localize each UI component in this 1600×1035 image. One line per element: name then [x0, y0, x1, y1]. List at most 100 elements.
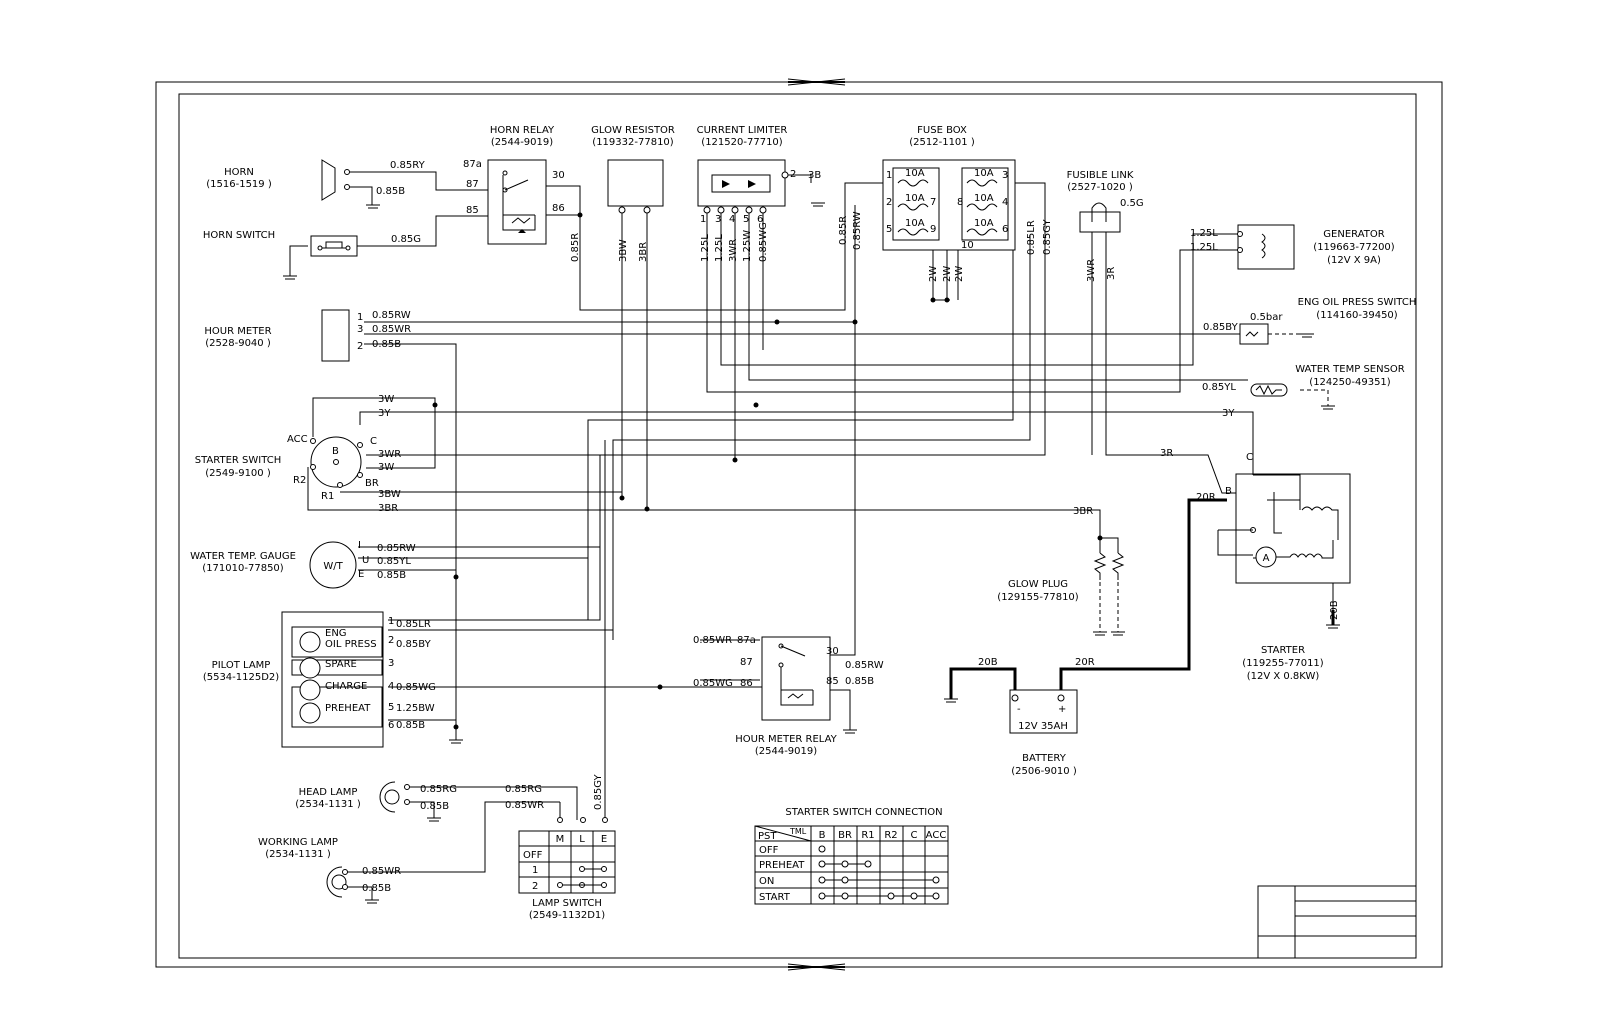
- ss-terminal-r2: R2: [293, 475, 306, 486]
- wire-label: 0.85RW: [845, 660, 884, 671]
- vertical-wire-labels: 0.85R 3BW 3BR 1.25L 1.25L 3WR 1.25W 0.85…: [570, 211, 1340, 810]
- wire-label: 0.85B: [845, 676, 874, 687]
- wire-label: 3Y: [1222, 408, 1235, 419]
- ss-terminal-br: BR: [365, 478, 379, 489]
- connection-mark: [818, 860, 826, 868]
- hour-meter-part: (2528-9040 ): [205, 338, 271, 349]
- ground-symbols: [283, 202, 1340, 904]
- ss-terminal-acc: ACC: [287, 434, 308, 445]
- connection-table-col: B: [819, 830, 826, 841]
- horn-relay-label: HORN RELAY: [490, 125, 555, 136]
- horn-switch-symbol: [310, 235, 358, 257]
- starter-terminal-b: B: [1225, 486, 1232, 497]
- connection-mark: [910, 892, 918, 900]
- wire-label: 3WR: [728, 239, 739, 262]
- pl-pin-2: 2: [388, 635, 394, 646]
- battery-spec: 12V 35AH: [1018, 721, 1068, 732]
- wire-label: 0.85WR: [693, 635, 732, 646]
- glow-resistor-label: GLOW RESISTOR: [591, 125, 675, 136]
- oil-press-switch-symbol: [1239, 323, 1269, 345]
- fuse-rating-3: 10A: [905, 218, 925, 229]
- hmr-pin-87a: 87a: [737, 635, 756, 646]
- center-mark-top: [787, 78, 846, 86]
- wire-label: 0.85B: [362, 883, 391, 894]
- hmr-pin-30: 30: [826, 646, 839, 657]
- glow-plug-symbol: [1093, 552, 1125, 580]
- wire-label: 0.85BY: [396, 639, 432, 650]
- starter-switch-label: STARTER SWITCH: [195, 455, 282, 466]
- fuse-pin-5: 5: [886, 224, 892, 235]
- wtg-pin-i: I: [358, 540, 361, 551]
- connection-mark: [818, 876, 826, 884]
- horn-label: HORN: [224, 167, 254, 178]
- pilot-lamp-symbol: [281, 611, 384, 748]
- water-temp-sensor-label: WATER TEMP SENSOR: [1295, 364, 1405, 375]
- battery-label: BATTERY: [1022, 753, 1067, 764]
- wire-label: 0.85WG: [396, 682, 436, 693]
- connection-table-col: R2: [884, 830, 897, 841]
- wire-label: 0.85RY: [390, 160, 426, 171]
- glow-resistor-symbol: [607, 159, 664, 207]
- wire-label: 0.85B: [377, 570, 406, 581]
- wire-label: 0.85RG: [505, 784, 542, 795]
- glow-plug-part: (129155-77810): [997, 592, 1078, 603]
- wire-label: 0.85G: [391, 234, 421, 245]
- wire-label: 20B: [1329, 600, 1340, 620]
- water-temp-gauge-symbol-text: W/T: [323, 561, 343, 572]
- connection-table-row: PREHEAT: [759, 860, 805, 871]
- wire-label: 20B: [978, 657, 998, 668]
- current-limiter-pin-1: 1: [700, 214, 706, 225]
- lamp-switch-label: LAMP SWITCH: [532, 898, 602, 909]
- head-lamp-part: (2534-1131 ): [295, 799, 361, 810]
- fuse-pin-8: 8: [957, 197, 963, 208]
- wire-label: 3BW: [618, 239, 629, 262]
- wire-label: 3WR: [378, 449, 401, 460]
- starter-symbol: [1217, 461, 1351, 584]
- wire-label: 20R: [1075, 657, 1095, 668]
- connection-mark: [932, 892, 940, 900]
- wire-label: 0.85WG: [758, 222, 769, 262]
- connection-mark: [932, 876, 940, 884]
- working-lamp-part: (2534-1131 ): [265, 849, 331, 860]
- glow-plug-label: GLOW PLUG: [1008, 579, 1068, 590]
- lamp-switch-symbol: [518, 817, 616, 894]
- working-lamp-symbol: [326, 866, 348, 898]
- wire-label: 3BR: [1073, 506, 1093, 517]
- fusible-link-symbol: [1079, 202, 1121, 233]
- horn-relay-symbol: [487, 159, 547, 245]
- connection-mark: [818, 892, 826, 900]
- wire-label: 20R: [1196, 492, 1216, 503]
- starter-switch-part: (2549-9100 ): [205, 468, 271, 479]
- fuse-rating-5: 10A: [974, 193, 994, 204]
- wire-label: 3R: [1160, 448, 1173, 459]
- starter-label: STARTER: [1261, 645, 1305, 656]
- fusible-link-rating: 0.5G: [1120, 198, 1144, 209]
- connection-table-col: R1: [861, 830, 874, 841]
- pl-pin-5: 5: [388, 702, 394, 713]
- fuse-pin-9: 9: [930, 224, 936, 235]
- pilot-lamp-eng: ENG: [325, 628, 347, 639]
- lamp-switch-col-m: M: [556, 834, 565, 845]
- pilot-lamp-preheat: PREHEAT: [325, 703, 371, 714]
- lamp-switch-row-1: 1: [532, 865, 538, 876]
- current-limiter-label: CURRENT LIMITER: [697, 125, 788, 136]
- wire-label: 0.85LR: [396, 619, 431, 630]
- connection-table-pst: PST: [758, 831, 777, 842]
- wire-label: 1.25BW: [396, 703, 435, 714]
- pilot-lamp-spare: SPARE: [325, 659, 357, 670]
- battery-plus: +: [1058, 704, 1066, 715]
- horn-relay-pin-86: 86: [552, 203, 565, 214]
- fuse-pin-4: 4: [1002, 197, 1008, 208]
- horn-relay-pin-85: 85: [466, 205, 479, 216]
- wire-label: 0.85B: [396, 720, 425, 731]
- wire-label: 0.85WR: [505, 800, 544, 811]
- starter-spec: (12V X 0.8KW): [1247, 671, 1320, 682]
- current-limiter-pin-5: 5: [743, 214, 749, 225]
- fuse-pin-10: 10: [961, 240, 974, 251]
- current-limiter-pin-2: 2: [790, 169, 796, 180]
- fuse-pin-3: 3: [1002, 170, 1008, 181]
- wtg-pin-e: E: [358, 569, 364, 580]
- generator-symbol: [1237, 224, 1295, 270]
- wire-label: 0.85WR: [372, 324, 411, 335]
- connection-table-marks: [818, 845, 940, 900]
